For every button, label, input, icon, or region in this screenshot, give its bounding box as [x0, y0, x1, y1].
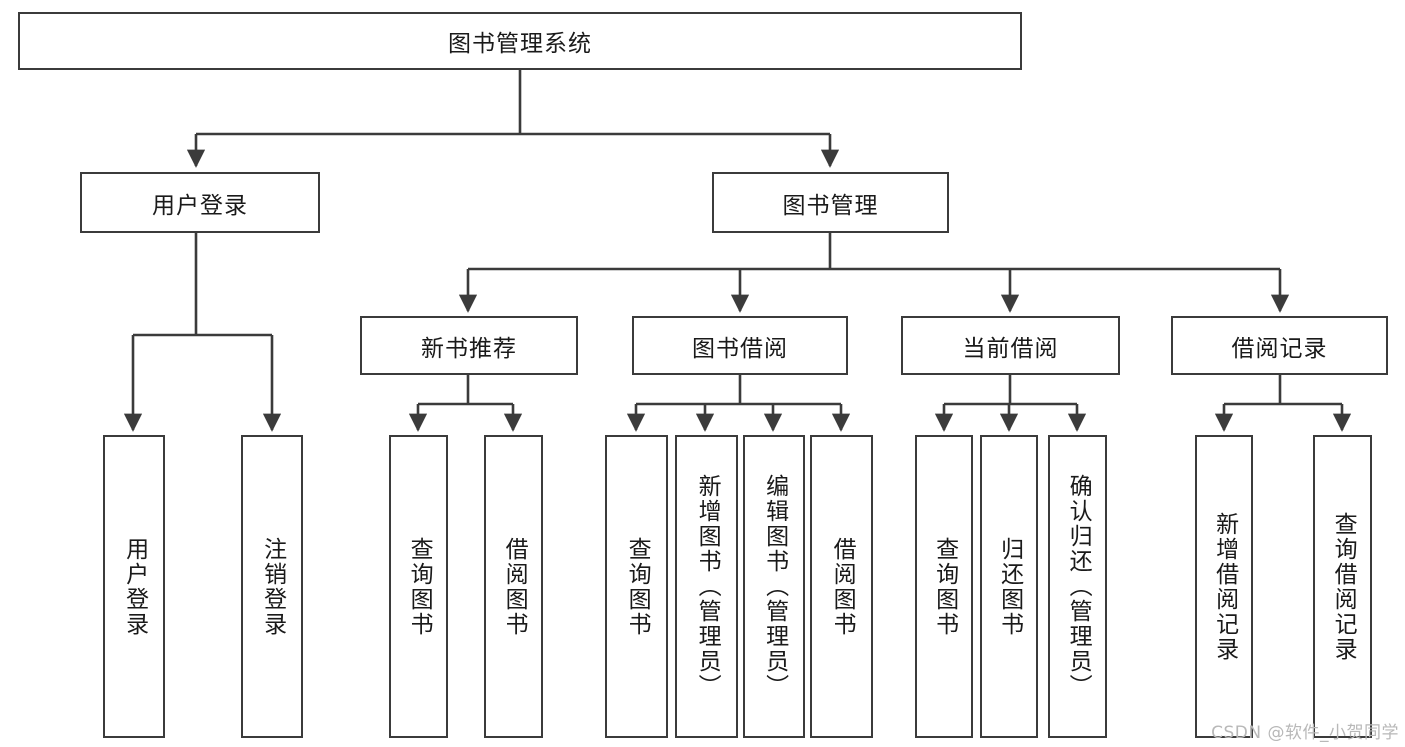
- leaf-borrow-record-1-label: 新增借阅记录: [1211, 511, 1238, 662]
- leaf-current-borrow-1[interactable]: 查询图书: [915, 435, 973, 738]
- leaf-new-book-recommend-1[interactable]: 查询图书: [389, 435, 448, 738]
- leaf-current-borrow-2[interactable]: 归还图书: [980, 435, 1038, 738]
- node-borrow-record[interactable]: 借阅记录: [1171, 316, 1388, 375]
- leaf-borrow-record-1[interactable]: 新增借阅记录: [1195, 435, 1253, 738]
- leaf-current-borrow-3-label: 确认归还（管理员）: [1065, 474, 1092, 699]
- node-new-book-recommend[interactable]: 新书推荐: [360, 316, 578, 375]
- leaf-book-borrow-2-label: 新增图书（管理员）: [694, 474, 721, 699]
- node-book-management-label: 图书管理: [782, 192, 879, 219]
- leaf-user-login-2-label: 注销登录: [259, 536, 286, 637]
- leaf-new-book-recommend-1-label: 查询图书: [406, 536, 433, 637]
- leaf-book-borrow-3[interactable]: 编辑图书（管理员）: [743, 435, 805, 738]
- node-book-borrow[interactable]: 图书借阅: [632, 316, 848, 375]
- leaf-current-borrow-1-label: 查询图书: [931, 536, 958, 637]
- watermark: CSDN @软件_小贺同学: [1211, 723, 1399, 743]
- leaf-book-borrow-4-label: 借阅图书: [829, 536, 856, 637]
- leaf-user-login-1[interactable]: 用户登录: [103, 435, 165, 738]
- leaf-book-borrow-2[interactable]: 新增图书（管理员）: [675, 435, 738, 738]
- leaf-new-book-recommend-2-label: 借阅图书: [501, 536, 528, 637]
- leaf-book-borrow-1-label: 查询图书: [624, 536, 651, 637]
- leaf-current-borrow-3[interactable]: 确认归还（管理员）: [1048, 435, 1107, 738]
- node-book-borrow-label: 图书借阅: [692, 335, 788, 362]
- node-book-management[interactable]: 图书管理: [712, 172, 949, 233]
- node-user-login[interactable]: 用户登录: [80, 172, 320, 233]
- node-root[interactable]: 图书管理系统: [18, 12, 1022, 70]
- node-new-book-recommend-label: 新书推荐: [421, 335, 517, 362]
- leaf-current-borrow-2-label: 归还图书: [996, 536, 1023, 637]
- leaf-user-login-2[interactable]: 注销登录: [241, 435, 303, 738]
- node-root-label: 图书管理系统: [448, 31, 592, 57]
- leaf-new-book-recommend-2[interactable]: 借阅图书: [484, 435, 543, 738]
- node-current-borrow[interactable]: 当前借阅: [901, 316, 1120, 375]
- leaf-book-borrow-1[interactable]: 查询图书: [605, 435, 668, 738]
- leaf-book-borrow-3-label: 编辑图书（管理员）: [761, 474, 788, 699]
- node-current-borrow-label: 当前借阅: [962, 335, 1059, 362]
- node-borrow-record-label: 借阅记录: [1231, 335, 1328, 362]
- leaf-borrow-record-2-label: 查询借阅记录: [1330, 511, 1357, 662]
- node-user-login-label: 用户登录: [152, 192, 248, 219]
- leaf-borrow-record-2[interactable]: 查询借阅记录: [1313, 435, 1372, 738]
- leaf-user-login-1-label: 用户登录: [121, 536, 148, 637]
- leaf-book-borrow-4[interactable]: 借阅图书: [810, 435, 873, 738]
